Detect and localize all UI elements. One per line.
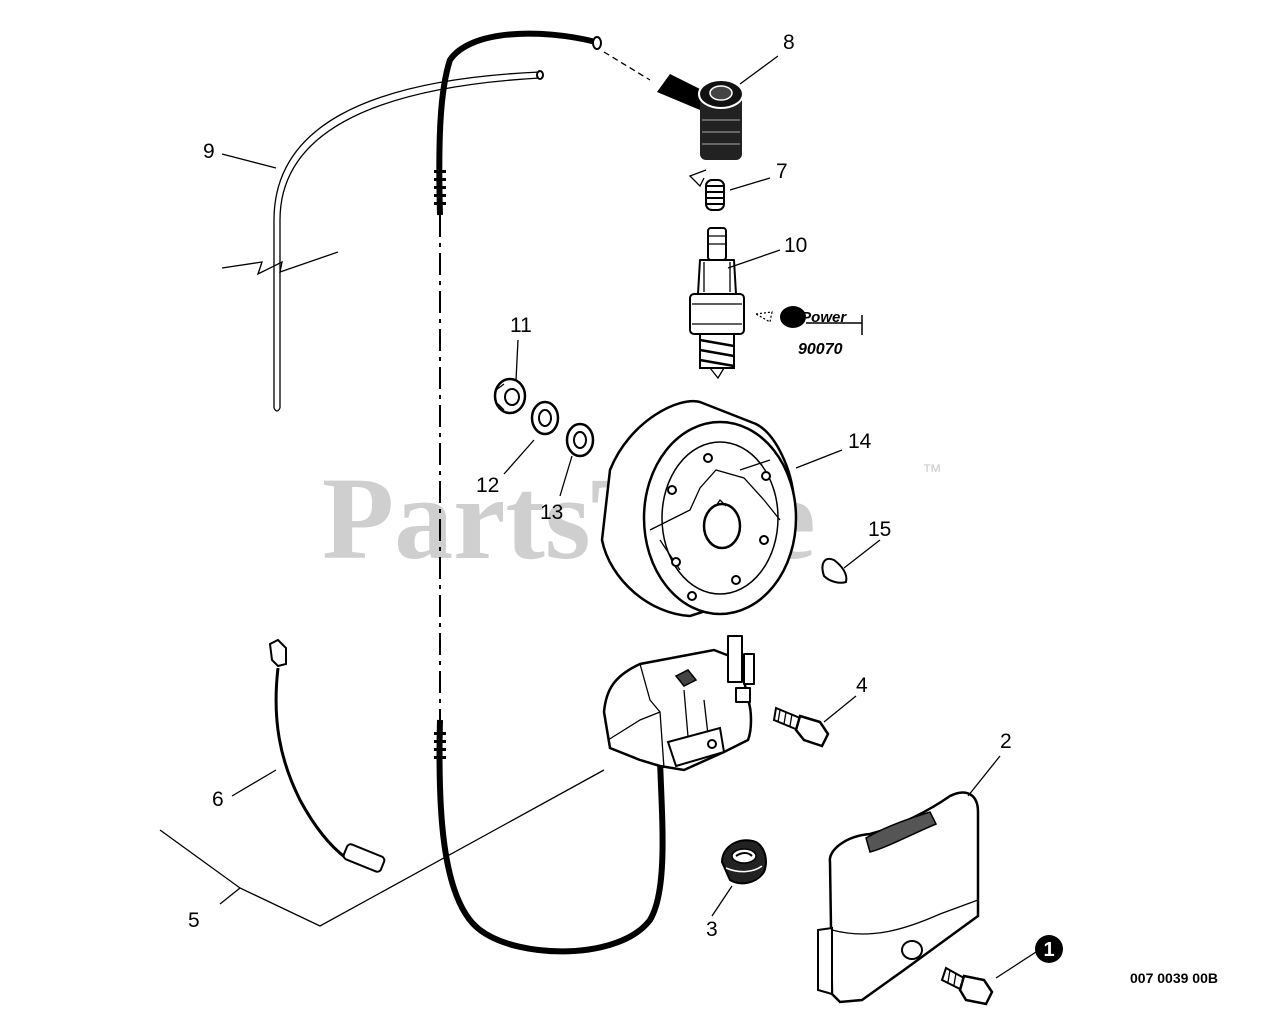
fuel-line-tube [221, 70, 544, 412]
repower-part-number: 90070 [798, 341, 843, 358]
flywheel-key [821, 558, 848, 584]
spark-plug-spring [688, 169, 725, 211]
callout-5: 5 [188, 909, 200, 932]
callout-marker-1: 1 [1035, 935, 1063, 963]
spark-plug [689, 227, 745, 380]
callout-9: 9 [203, 140, 215, 163]
ht-lead-wire [434, 30, 666, 955]
callout-13: 13 [540, 501, 563, 524]
repower-brand: RePower [782, 309, 847, 326]
callout-7: 7 [776, 160, 788, 183]
ignition-coil [602, 635, 755, 772]
repower-logo: RePower 90070 [754, 306, 863, 358]
flywheel [600, 399, 798, 618]
marker-label: 1 [1043, 939, 1054, 961]
callout-8: 8 [783, 31, 795, 54]
drawing-reference: 007 0039 00B [1130, 970, 1218, 986]
callout-10: 10 [784, 234, 807, 257]
coil-cover [817, 791, 980, 1004]
callout-3: 3 [706, 918, 718, 941]
coil-bolt [772, 706, 830, 748]
stop-switch-wire [268, 638, 386, 873]
callout-6: 6 [212, 788, 224, 811]
flat-washer [565, 422, 595, 458]
flywheel-nut [493, 377, 527, 415]
watermark-trademark: ™ [922, 461, 942, 483]
callout-12: 12 [476, 474, 499, 497]
callout-2: 2 [1000, 730, 1012, 753]
leader-lines [159, 55, 1037, 979]
spark-plug-boot [657, 74, 744, 160]
cover-screw [940, 966, 994, 1006]
callout-4: 4 [856, 674, 868, 697]
callout-15: 15 [868, 518, 891, 541]
callout-11: 11 [510, 314, 532, 337]
spring-washer [530, 400, 560, 436]
grommet [720, 839, 767, 885]
callout-14: 14 [848, 430, 872, 453]
